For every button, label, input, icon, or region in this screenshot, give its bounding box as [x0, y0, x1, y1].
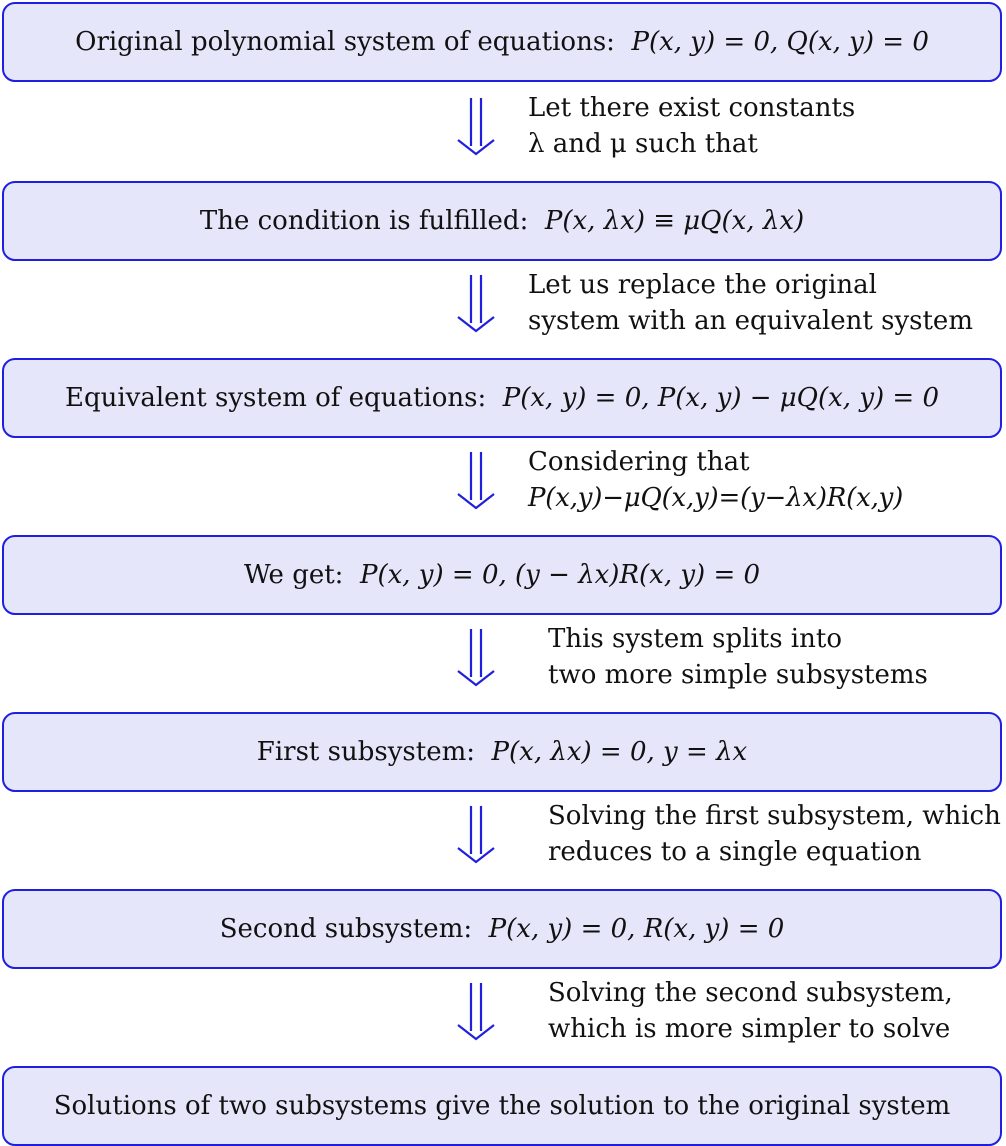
step-text: Solutions of two subsystems give the sol…	[53, 1091, 951, 1121]
double-down-arrow-icon	[457, 452, 495, 510]
note-line: P(x,y)−μQ(x,y)=(y−λx)R(x,y)	[528, 483, 904, 513]
note-line: Let us replace the original	[528, 270, 877, 300]
transition-note: This system splits into two more simple …	[548, 621, 928, 693]
step-box-equivalent-system: Equivalent system of equations: P(x, y) …	[2, 358, 1002, 438]
step-text: First subsystem:	[256, 737, 475, 767]
note-line: which is more simpler to solve	[548, 1014, 951, 1044]
transition-note: Let us replace the original system with …	[528, 267, 973, 339]
double-down-arrow-icon	[457, 98, 495, 156]
step-text: Equivalent system of equations:	[64, 383, 487, 413]
step-box-second-subsystem: Second subsystem: P(x, y) = 0, R(x, y) =…	[2, 889, 1002, 969]
step-formula: P(x, λx) = 0, y = λx	[491, 737, 748, 767]
note-line: Solving the second subsystem,	[548, 978, 953, 1008]
double-down-arrow-icon	[457, 629, 495, 687]
note-line: Considering that	[528, 447, 750, 477]
note-line: system with an equivalent system	[528, 306, 973, 336]
step-box-original-system: Original polynomial system of equations:…	[2, 2, 1002, 82]
step-formula: P(x, y) = 0, Q(x, y) = 0	[631, 27, 929, 57]
step-text: The condition is fulfilled:	[199, 206, 529, 236]
double-down-arrow-icon	[457, 275, 495, 333]
note-line: λ and μ such that	[528, 129, 758, 159]
transition-note: Solving the first subsystem, which reduc…	[548, 798, 1001, 870]
note-line: Solving the first subsystem, which	[548, 801, 1001, 831]
note-line: two more simple subsystems	[548, 660, 928, 690]
step-box-condition: The condition is fulfilled: P(x, λx) ≡ μ…	[2, 181, 1002, 261]
step-formula: P(x, y) = 0, R(x, y) = 0	[488, 914, 785, 944]
double-down-arrow-icon	[457, 806, 495, 864]
step-box-first-subsystem: First subsystem: P(x, λx) = 0, y = λx	[2, 712, 1002, 792]
step-box-we-get: We get: P(x, y) = 0, (y − λx)R(x, y) = 0	[2, 535, 1002, 615]
note-line: This system splits into	[548, 624, 842, 654]
step-formula: P(x, y) = 0, (y − λx)R(x, y) = 0	[359, 560, 761, 590]
step-box-solutions: Solutions of two subsystems give the sol…	[2, 1066, 1002, 1146]
transition-note: Solving the second subsystem, which is m…	[548, 975, 953, 1047]
transition-note: Considering that P(x,y)−μQ(x,y)=(y−λx)R(…	[528, 444, 903, 516]
double-down-arrow-icon	[457, 983, 495, 1041]
note-line: reduces to a single equation	[548, 837, 922, 867]
step-formula: P(x, y) = 0, P(x, y) − μQ(x, y) = 0	[502, 383, 940, 413]
step-text: We get:	[243, 560, 344, 590]
transition-note: Let there exist constants λ and μ such t…	[528, 90, 855, 162]
step-text: Second subsystem:	[219, 914, 473, 944]
step-text: Original polynomial system of equations:	[75, 27, 615, 57]
note-line: Let there exist constants	[528, 93, 856, 123]
step-formula: P(x, λx) ≡ μQ(x, λx)	[544, 206, 805, 236]
